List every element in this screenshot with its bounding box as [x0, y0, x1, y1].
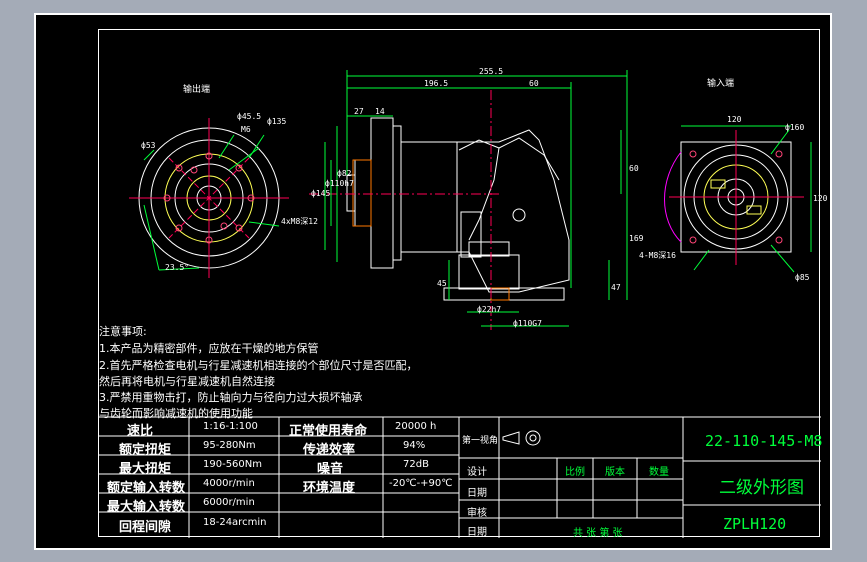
drawing-name: 二级外形图: [719, 478, 804, 498]
date-label-1: 日期: [467, 488, 487, 499]
dim-total-length: 255.5: [479, 67, 504, 76]
note-2b: 然后再将电机与行星减速机自然连接: [99, 375, 275, 388]
first-angle-label: 第一视角: [462, 436, 499, 446]
note-1: 1.本产品为精密部件，应放在干燥的地方保管: [99, 342, 319, 355]
drawing-canvas: [99, 70, 821, 538]
spec-key: 最大输入转数: [107, 500, 186, 515]
spec-key: 正常使用寿命: [289, 424, 368, 439]
dim-length-1965: 196.5: [424, 79, 449, 88]
spec-key: 传递效率: [303, 443, 356, 458]
note-3b: 与齿轮而影响减速机的使用功能: [99, 407, 253, 420]
spec-value: 190-560Nm: [203, 459, 263, 470]
side-view: [309, 70, 628, 330]
input-view: [664, 125, 812, 273]
scale-label: 比例: [565, 467, 585, 478]
spec-value: 20000 h: [395, 421, 437, 432]
input-end-label: 输入端: [707, 79, 735, 89]
date-label-2: 日期: [467, 527, 487, 538]
note-3: 3.严禁用重物击打，防止轴向力与径向力过大损坏轴承: [99, 391, 363, 404]
dim-47: 47: [611, 283, 621, 292]
dim-m6: M6: [241, 125, 251, 134]
drawing-code: 22-110-145-M8: [705, 432, 823, 450]
spec-key: 回程间隙: [119, 520, 172, 535]
note-2: 2.首先严格检查电机与行星减速机相连接的个部位尺寸是否匹配，: [99, 359, 418, 372]
dim-input-height: 120: [813, 194, 828, 203]
output-end-label: 输出端: [183, 85, 211, 95]
dim-dia145: ф145: [311, 189, 331, 198]
dim-169: 169: [629, 234, 644, 243]
spec-key: 速比: [127, 424, 154, 439]
output-view: [129, 118, 289, 278]
drawing-frame: 输出端 输入端 255.5 196.5 60 27 14 120 ф160 12…: [98, 29, 827, 539]
quantity-label: 数量: [649, 467, 669, 478]
spec-key: 额定输入转数: [107, 481, 186, 496]
dim-dia22: ф22h7: [477, 305, 502, 314]
spec-value: 6000r/min: [203, 497, 255, 508]
dim-input-width: 120: [727, 115, 742, 124]
dim-27: 27: [354, 107, 364, 116]
spec-key: 最大扭矩: [119, 462, 172, 477]
spec-value: 72dB: [403, 459, 429, 470]
spec-key: 额定扭矩: [119, 443, 172, 458]
dim-length-60: 60: [529, 79, 539, 88]
version-label: 版本: [605, 467, 625, 478]
dim-dia110h7: ф110h7: [325, 179, 354, 188]
dim-14: 14: [375, 107, 385, 116]
dim-angle: 23.5°: [165, 263, 190, 272]
dim-dia455: ф45.5: [237, 112, 262, 121]
dim-45: 45: [437, 279, 447, 288]
spec-value: 18-24arcmin: [203, 517, 267, 528]
dim-4xm8: 4xM8深12: [281, 217, 318, 226]
notes-title: 注意事项:: [99, 325, 147, 338]
spec-key: 噪音: [317, 462, 344, 477]
drawing-sheet: 输出端 输入端 255.5 196.5 60 27 14 120 ф160 12…: [34, 13, 832, 550]
design-label: 设计: [467, 467, 487, 478]
dim-60-right: 60: [629, 164, 639, 173]
spec-value: 4000r/min: [203, 478, 255, 489]
spec-value: -20℃-+90℃: [389, 478, 453, 489]
spec-value: 95-280Nm: [203, 440, 256, 451]
spec-key: 环境温度: [303, 481, 356, 496]
spec-value: 1:16-1:100: [203, 421, 258, 432]
dim-dia53: ф53: [141, 141, 156, 150]
model-name: ZPLH120: [723, 515, 787, 533]
review-label: 审核: [467, 508, 487, 519]
sheet-count-label: 共 张 第 张: [573, 528, 623, 539]
dim-dia135: ф135: [267, 117, 287, 126]
dim-dia85: ф85: [795, 273, 810, 282]
dim-dia82: ф82: [337, 169, 352, 178]
dim-input-dia160: ф160: [785, 123, 805, 132]
spec-value: 94%: [403, 440, 426, 451]
title-block-grid: [99, 416, 821, 538]
dim-dia110g7: ф110G7: [513, 319, 542, 328]
dim-4xm8-input: 4-M8深16: [639, 251, 676, 260]
